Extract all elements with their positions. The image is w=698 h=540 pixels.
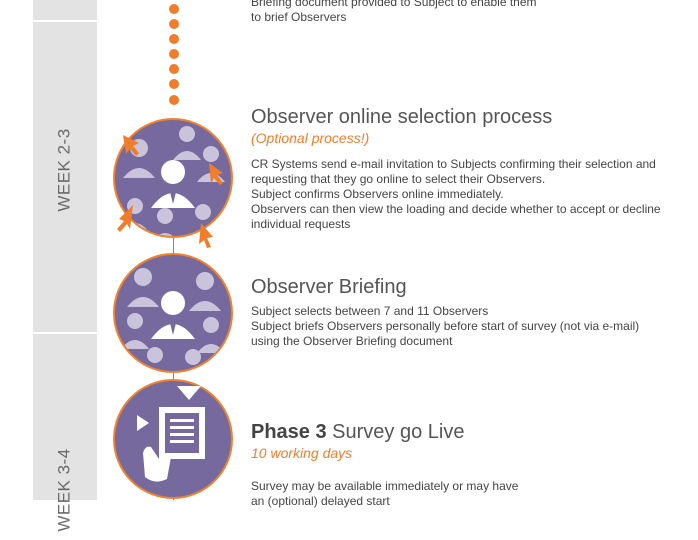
- timeline-line: [173, 236, 174, 256]
- week-column-2-3: [33, 22, 97, 332]
- speech-tail-icon: [177, 386, 201, 400]
- step-title: Observer Briefing: [251, 276, 407, 298]
- timeline-dot: [169, 95, 179, 105]
- step-subtitle: 10 working days: [251, 445, 353, 461]
- cursor-icon: [117, 135, 223, 248]
- step-description: CR Systems send e-mail invitation to Sub…: [251, 157, 661, 231]
- step-description: Subject selects between 7 and 11 Observe…: [251, 304, 640, 348]
- timeline-dot: [169, 34, 179, 44]
- document-click-icon: [115, 381, 231, 497]
- phase-title: Survey go Live: [326, 421, 465, 443]
- week-column-3-4: [33, 334, 97, 500]
- week-label-2-3: WEEK 2-3: [55, 128, 75, 212]
- timeline-dot: [169, 49, 179, 59]
- week-label-3-4: WEEK 3-4: [55, 448, 75, 532]
- timeline-dot: [169, 4, 179, 14]
- timeline-dot: [169, 64, 179, 74]
- week-column-top: [33, 0, 97, 20]
- group-icon: [115, 255, 231, 371]
- step-subtitle: (Optional process!): [251, 130, 370, 146]
- step-title: Phase 3 Survey go Live: [251, 421, 464, 444]
- timeline-line: [173, 370, 174, 382]
- timeline-line: [173, 496, 174, 500]
- top-step-description: Briefing document provided to Subject to…: [251, 0, 537, 24]
- phase-label: Phase 3: [251, 421, 327, 443]
- step-description: Survey may be available immediately or m…: [251, 479, 519, 508]
- timeline-dot: [169, 79, 179, 89]
- step-title: Observer online selection process: [251, 106, 553, 128]
- timeline-dot: [169, 19, 179, 29]
